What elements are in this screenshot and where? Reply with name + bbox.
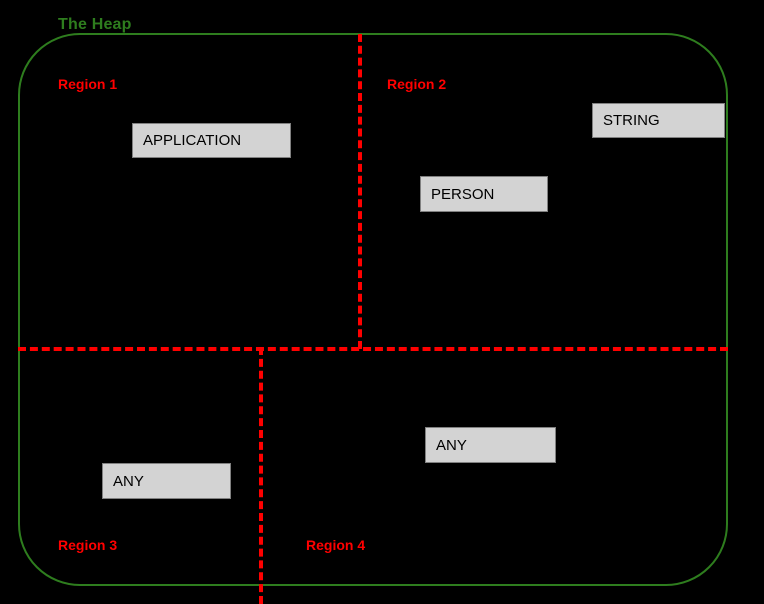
object-box-any-region4: ANY <box>425 427 556 463</box>
divider-horizontal <box>18 347 728 351</box>
divider-vertical-top <box>358 34 362 349</box>
object-box-person: PERSON <box>420 176 548 212</box>
region-label-1: Region 1 <box>58 76 118 92</box>
divider-vertical-bottom <box>259 347 263 604</box>
heap-boundary <box>18 33 728 586</box>
region-label-3: Region 3 <box>58 537 118 553</box>
object-box-application: APPLICATION <box>132 123 291 158</box>
object-box-string: STRING <box>592 103 725 138</box>
region-label-2: Region 2 <box>387 76 447 92</box>
heap-title: The Heap <box>58 16 132 33</box>
object-box-any-region3: ANY <box>102 463 231 499</box>
region-label-4: Region 4 <box>306 537 366 553</box>
